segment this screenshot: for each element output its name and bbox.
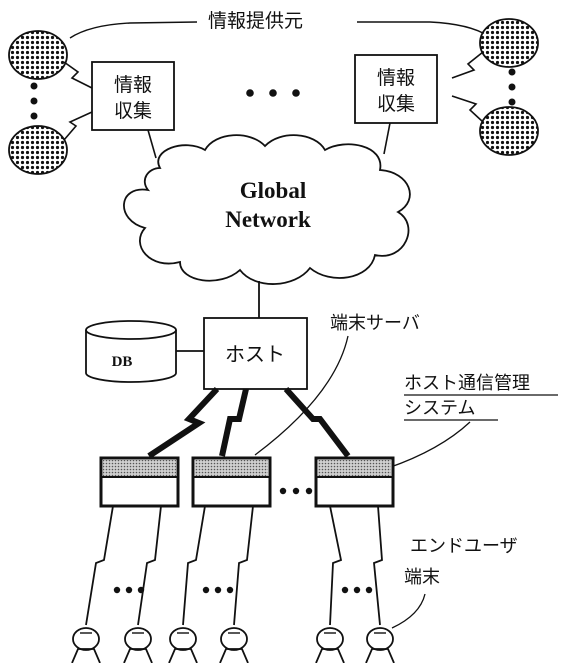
info-sources-leader-right bbox=[357, 21, 489, 37]
host-to-server-link bbox=[219, 388, 249, 457]
end-user-icon bbox=[123, 627, 153, 663]
info-collect-box bbox=[354, 54, 438, 124]
database: DB bbox=[85, 320, 177, 383]
link-line bbox=[451, 51, 484, 79]
global-network-label-line2: Network bbox=[225, 207, 311, 232]
info-sources-left bbox=[8, 30, 93, 175]
ellipsis-dot bbox=[508, 98, 516, 106]
host-label: ホスト bbox=[225, 342, 285, 366]
server-terminal-links bbox=[85, 505, 383, 626]
end-user-icon bbox=[71, 627, 101, 663]
host-to-server-link bbox=[147, 386, 220, 459]
end-user-terminal-label-line2: 端末 bbox=[404, 567, 440, 588]
ellipsis-dot bbox=[365, 586, 373, 594]
terminal-server-band bbox=[103, 460, 176, 476]
ellipsis-dot bbox=[113, 586, 121, 594]
collect-to-network-line bbox=[383, 122, 391, 155]
ellipsis-dot bbox=[269, 89, 277, 97]
host-to-server-link bbox=[283, 386, 351, 458]
terminal-server-label: 端末サーバ bbox=[330, 313, 420, 334]
ellipsis-dot bbox=[125, 586, 133, 594]
end-user-icon bbox=[365, 627, 395, 663]
link-line bbox=[63, 61, 93, 89]
db-label: DB bbox=[112, 354, 133, 370]
ellipsis-dot bbox=[341, 586, 349, 594]
info-collect-left: 情報 収集 bbox=[91, 61, 175, 131]
ellipsis-dot bbox=[508, 68, 516, 76]
terminal-link bbox=[329, 505, 343, 626]
ellipsis-dot bbox=[202, 586, 210, 594]
info-source-node bbox=[8, 125, 68, 175]
host-comm-mgmt-label-group: ホスト通信管理 システム bbox=[387, 373, 558, 469]
terminal-servers bbox=[99, 456, 395, 508]
info-sources-leader-left bbox=[69, 21, 198, 39]
ellipsis-dot bbox=[226, 586, 234, 594]
ellipsis-dot bbox=[292, 487, 300, 495]
end-user-icon bbox=[219, 627, 249, 663]
host-comm-mgmt-label-line1: ホスト通信管理 bbox=[404, 373, 530, 394]
end-user-terminal-label-line1: エンドユーザ bbox=[410, 536, 518, 557]
terminal-link bbox=[373, 505, 383, 626]
global-network-label-line1: Global bbox=[240, 178, 306, 203]
collect-to-network-line bbox=[147, 129, 157, 159]
terminal-link bbox=[182, 505, 206, 626]
host: ホスト bbox=[203, 317, 308, 390]
host-box bbox=[203, 317, 308, 390]
info-source-node bbox=[8, 30, 68, 80]
ellipsis-dot bbox=[279, 487, 287, 495]
cloud-shape bbox=[123, 134, 411, 285]
ellipsis-dot bbox=[214, 586, 222, 594]
info-sources-label: 情報提供元 bbox=[208, 10, 303, 32]
host-server-links bbox=[147, 386, 351, 459]
ellipsis-dot bbox=[292, 89, 300, 97]
ellipsis-dot bbox=[137, 586, 145, 594]
db-cylinder-top bbox=[85, 320, 177, 340]
info-collect-label-line2: 収集 bbox=[114, 100, 152, 122]
info-collect-right: 情報 収集 bbox=[354, 54, 438, 124]
ellipsis-dot bbox=[305, 487, 313, 495]
info-sources-label-group: 情報提供元 bbox=[69, 10, 489, 39]
db-cylinder-body bbox=[85, 330, 177, 383]
ellipsis-dot bbox=[30, 97, 38, 105]
end-user-icon bbox=[315, 627, 345, 663]
terminal-server-band bbox=[195, 460, 268, 476]
info-source-node bbox=[479, 106, 539, 156]
ellipsis-dot bbox=[508, 83, 516, 91]
terminal-server-leader bbox=[254, 335, 349, 456]
end-user-icon bbox=[168, 627, 198, 663]
end-users bbox=[71, 627, 395, 663]
terminal-server-band bbox=[318, 460, 391, 476]
info-sources-right bbox=[451, 18, 539, 156]
terminal-link bbox=[85, 505, 114, 626]
global-network-cloud: Global Network bbox=[123, 134, 411, 285]
host-comm-mgmt-leader bbox=[387, 421, 471, 469]
ellipsis-dot bbox=[246, 89, 254, 97]
link-line bbox=[451, 95, 484, 123]
info-collect-label-line1: 情報 bbox=[377, 67, 415, 89]
ellipsis-dot bbox=[353, 586, 361, 594]
info-source-node bbox=[479, 18, 539, 68]
info-collect-label-line2: 収集 bbox=[377, 93, 415, 115]
link-line bbox=[63, 111, 93, 141]
ellipsis-dot bbox=[30, 82, 38, 90]
terminal-link bbox=[233, 505, 254, 626]
info-collect-box bbox=[91, 61, 175, 131]
host-comm-mgmt-label-line2: システム bbox=[404, 398, 475, 419]
terminal-link bbox=[137, 505, 162, 626]
collect-ellipsis bbox=[246, 89, 300, 97]
ellipsis-dot bbox=[30, 112, 38, 120]
info-collect-label-line1: 情報 bbox=[114, 74, 152, 96]
end-user-terminal-leader bbox=[391, 593, 426, 629]
